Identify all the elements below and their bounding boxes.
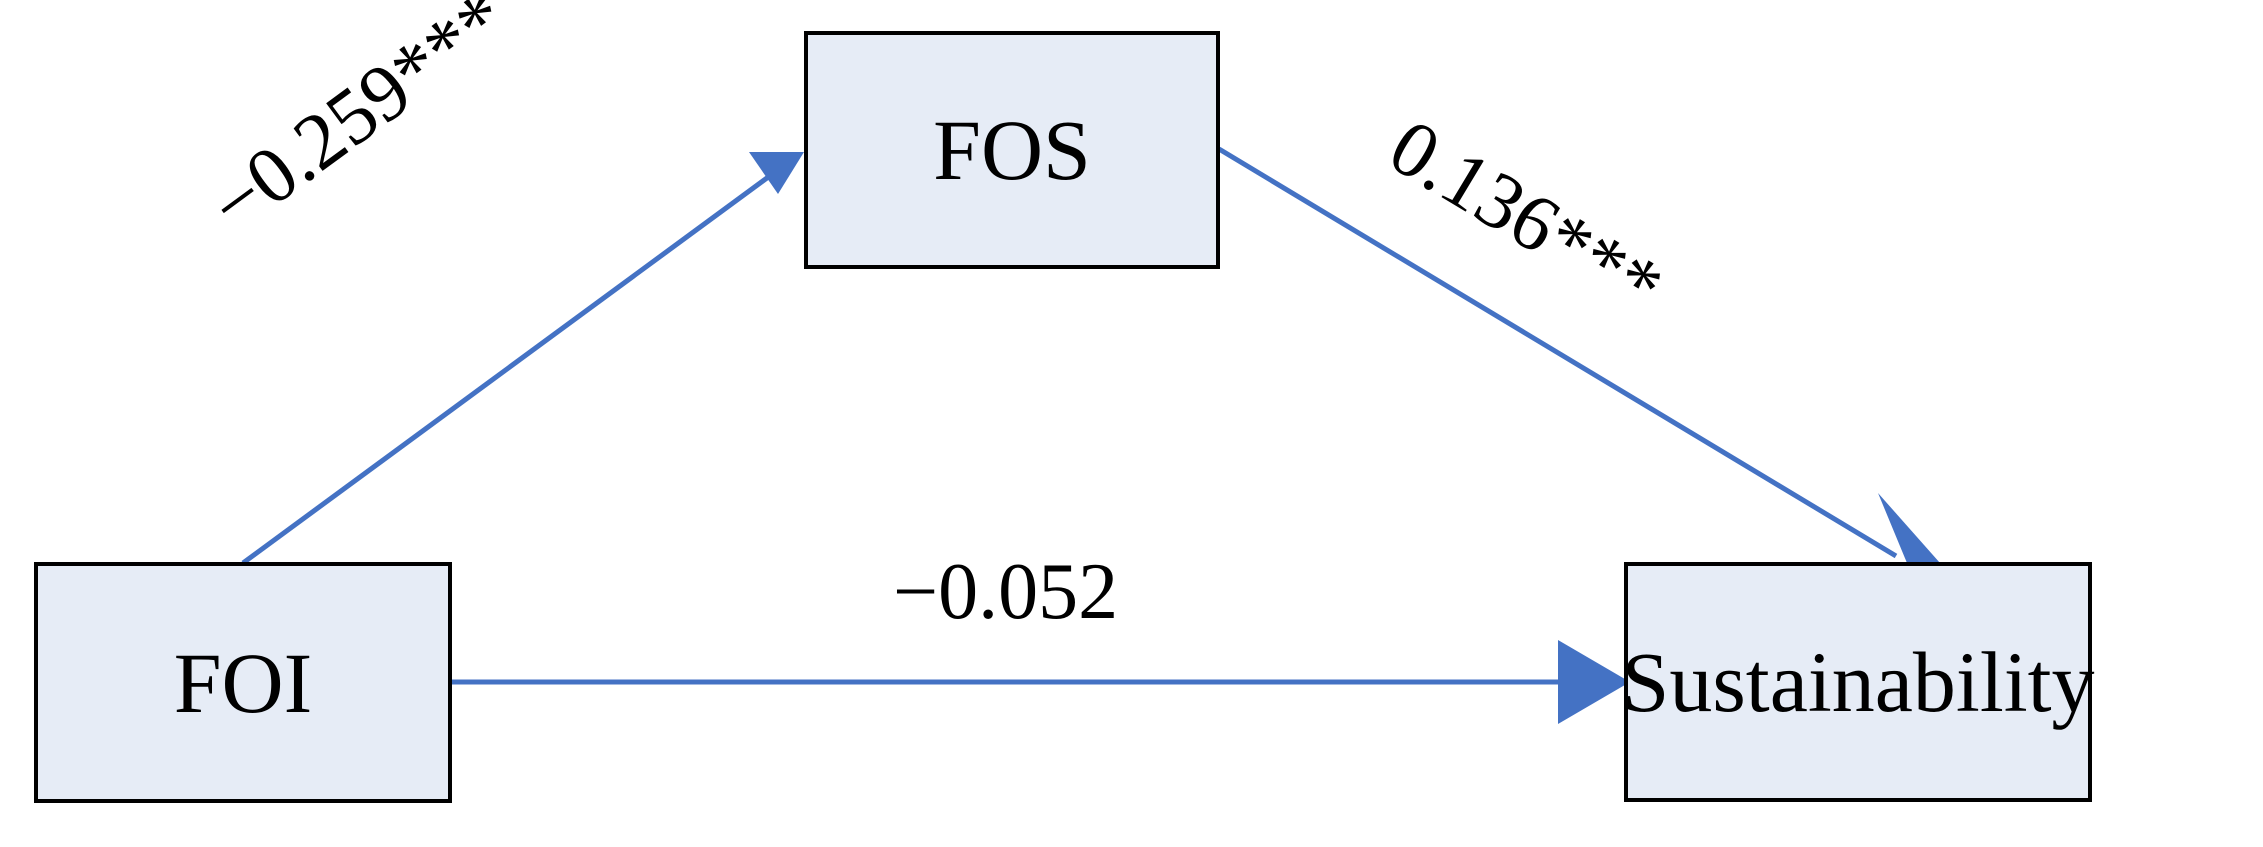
node-fos[interactable]: FOS xyxy=(804,31,1220,269)
edge-foi-to-fos xyxy=(241,152,804,566)
node-foi[interactable]: FOI xyxy=(34,562,452,803)
edge-fos-to-sustainability-arrowhead xyxy=(1878,493,1940,563)
edge-foi-to-fos-line xyxy=(241,161,788,566)
edge-fos-to-sustainability xyxy=(1217,146,1940,563)
edge-foi-to-sustainability-arrowhead xyxy=(1558,640,1630,724)
node-foi-label: FOI xyxy=(173,634,313,731)
edge-label-foi-to-sustainability: −0.052 xyxy=(893,548,1119,636)
node-sustainability[interactable]: Sustainability xyxy=(1621,562,2095,802)
edge-foi-to-fos-arrowhead xyxy=(749,152,804,194)
edge-foi-to-sustainability xyxy=(452,640,1630,724)
node-sustainability-label: Sustainability xyxy=(1621,634,2095,730)
node-fos-label: FOS xyxy=(933,102,1091,198)
edge-fos-to-sustainability-line xyxy=(1217,146,1898,559)
